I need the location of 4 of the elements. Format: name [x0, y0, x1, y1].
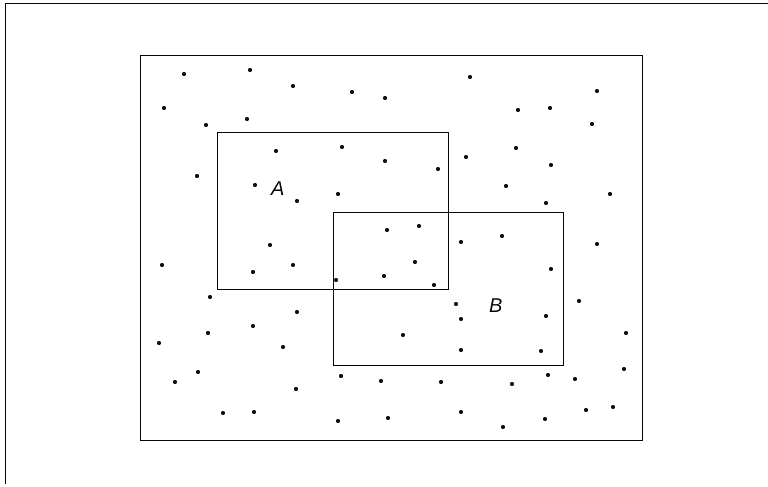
set-label: A [271, 179, 284, 199]
event-rectangle [217, 132, 449, 290]
event-rectangle [333, 212, 564, 366]
set-label: B [489, 296, 502, 316]
